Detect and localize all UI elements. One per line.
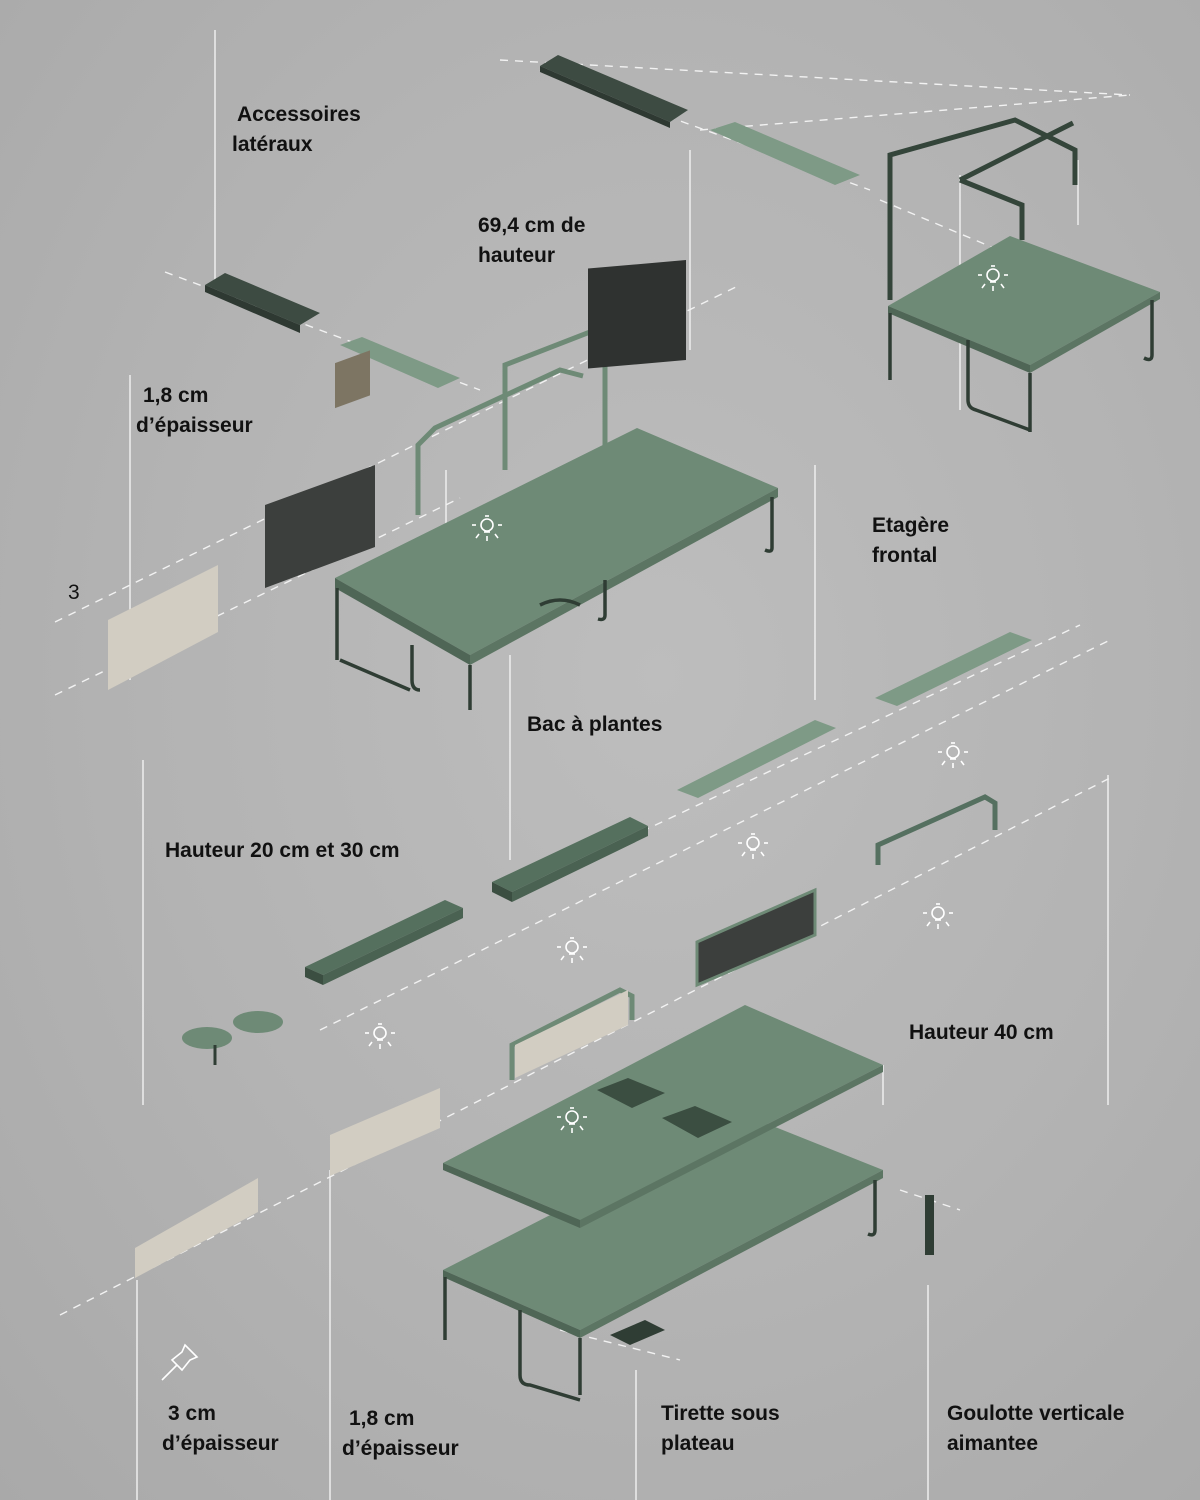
label-epaisseur-top: 1,8 cm d’épaisseur xyxy=(136,381,253,441)
light-bulb-icon xyxy=(556,937,588,964)
label-line: 1,8 cm xyxy=(143,384,209,407)
label-line: aimantee xyxy=(947,1432,1039,1455)
label-line: 1,8 cm xyxy=(349,1407,415,1430)
label-goulotte: Goulotte verticale aimantee xyxy=(947,1399,1124,1459)
label-epaisseur-18-bottom: 1,8 cm d’épaisseur xyxy=(342,1404,459,1464)
label-tirette: Tirette sous plateau xyxy=(661,1399,780,1459)
label-hauteur-20-30: Hauteur 20 cm et 30 cm xyxy=(165,839,400,862)
front-shelves xyxy=(677,632,1032,988)
label-line: d’épaisseur xyxy=(136,414,253,437)
planter-boxes xyxy=(182,817,648,1065)
label-line: Goulotte verticale xyxy=(947,1402,1125,1425)
light-bulb-icon xyxy=(922,903,954,930)
upper-bench-desk xyxy=(108,259,778,710)
label-line: d’épaisseur xyxy=(162,1432,279,1455)
guide-lines xyxy=(54,30,1131,1500)
light-bulb-icon xyxy=(364,1023,396,1050)
lower-bench-desks xyxy=(135,987,934,1402)
push-pin-icon xyxy=(161,1343,199,1381)
small-table-with-frame xyxy=(887,117,1160,432)
label-line: latéraux xyxy=(232,133,313,156)
label-line: frontal xyxy=(872,544,938,567)
label-epaisseur-3cm: 3 cm d’épaisseur xyxy=(162,1399,279,1459)
light-bulb-icon xyxy=(937,742,969,769)
label-etagere-frontal: Etagère frontal xyxy=(872,511,949,571)
label-hauteur-40: Hauteur 40 cm xyxy=(909,1021,1054,1044)
label-line: Tirette sous xyxy=(661,1402,780,1425)
light-bulb-icons xyxy=(364,265,1009,1134)
label-line: plateau xyxy=(661,1432,735,1455)
label-hauteur-69: 69,4 cm de hauteur xyxy=(478,211,585,271)
label-accessoires-lateraux: Accessoires latéraux xyxy=(232,100,361,160)
label-line: hauteur xyxy=(478,244,556,267)
light-bulb-icon xyxy=(737,833,769,860)
label-line: 3 cm xyxy=(168,1402,216,1425)
label-line: Etagère xyxy=(872,514,950,537)
label-line: Accessoires xyxy=(237,103,361,126)
label-line: 69,4 cm de xyxy=(478,214,586,237)
marker-3: 3 xyxy=(68,581,80,604)
label-line: d’épaisseur xyxy=(342,1437,459,1460)
side-tray-top xyxy=(205,55,860,388)
label-bac-a-plantes: Bac à plantes xyxy=(527,713,663,736)
